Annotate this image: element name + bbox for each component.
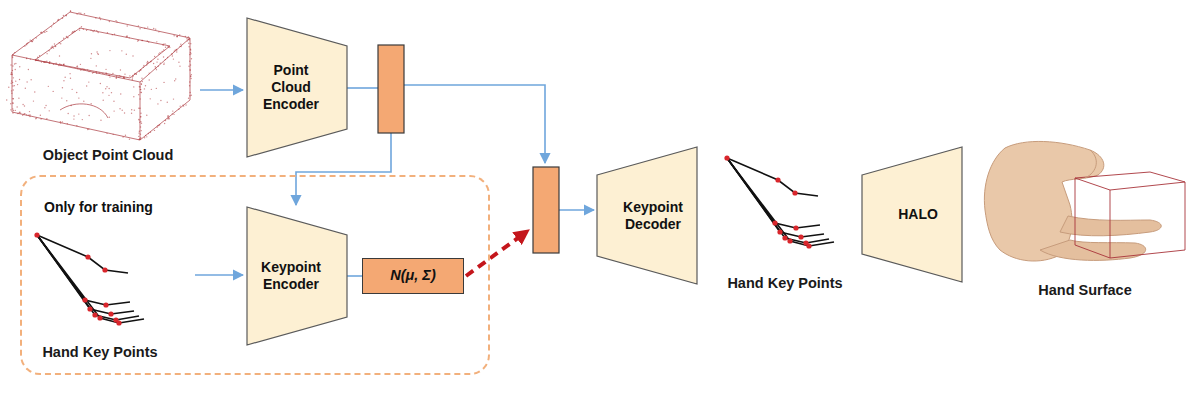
region-heading: Only for training — [44, 199, 153, 216]
figure-caption: Hand Surface — [1038, 282, 1131, 298]
node-label: Keypoint Decoder — [614, 199, 692, 233]
node-label: Point Cloud Encoder — [252, 62, 330, 112]
node-label: HALO — [898, 206, 938, 223]
encoder-trapezoid: Point Cloud Encoder — [247, 18, 347, 157]
decoder-trapezoid: HALO — [862, 147, 962, 282]
figure-caption: Object Point Cloud — [43, 147, 174, 163]
hand-keypoints — [724, 155, 834, 248]
sampling-arrow — [466, 232, 526, 276]
distribution-box: N(μ, Σ) — [362, 258, 464, 294]
decoder-trapezoid: Keypoint Decoder — [597, 147, 697, 284]
node-label: N(μ, Σ) — [390, 267, 436, 284]
object-point-cloud — [12, 12, 190, 140]
encoder-trapezoid: Keypoint Encoder — [247, 207, 347, 345]
hand-surface — [984, 141, 1185, 261]
feature-vector — [378, 45, 404, 133]
figure-caption: Hand Key Points — [42, 344, 157, 360]
latent-vector — [533, 167, 559, 253]
node-label: Keypoint Encoder — [252, 259, 330, 293]
connector — [347, 275, 362, 277]
figure-caption: Hand Key Points — [727, 275, 842, 291]
hand-keypoints — [34, 232, 144, 325]
